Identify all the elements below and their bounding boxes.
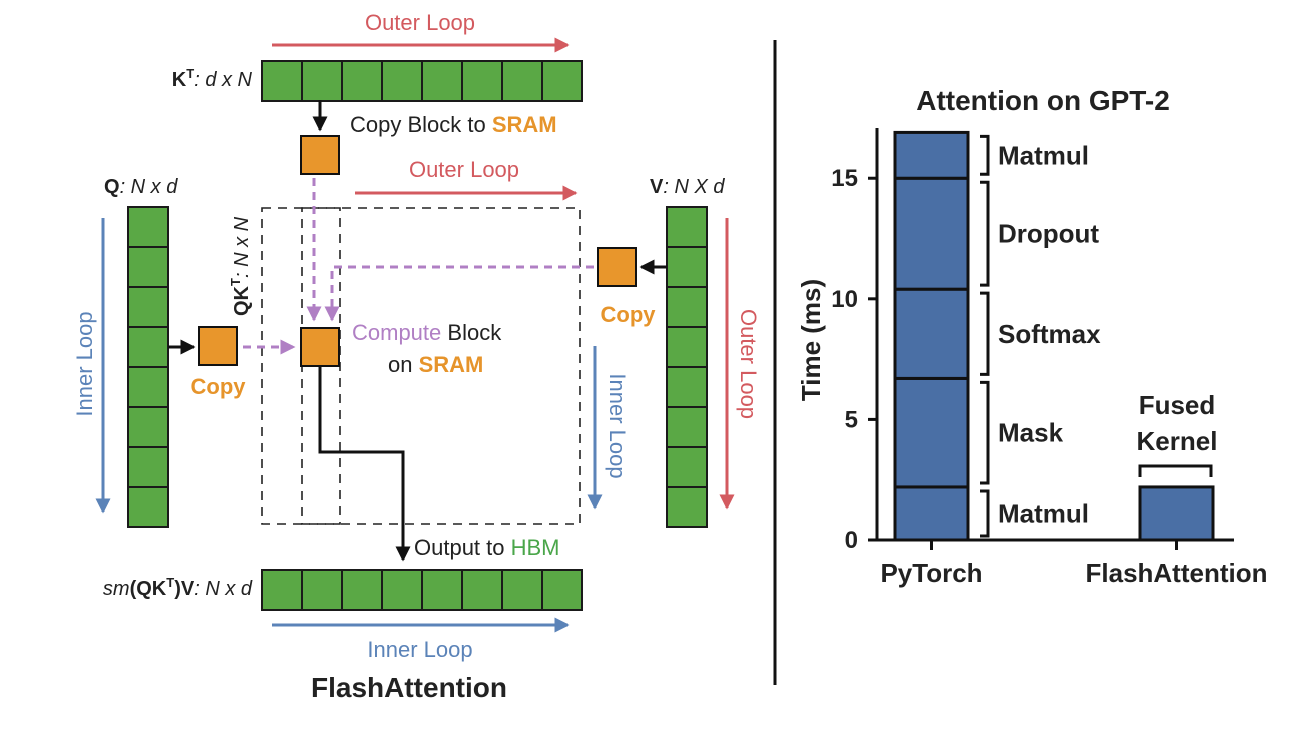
- output-matrix-label: sm(QKT)V: N x d: [103, 575, 253, 600]
- q-cell: [127, 206, 169, 248]
- segment-label: Softmax: [998, 319, 1101, 349]
- segment-label: Matmul: [998, 140, 1089, 170]
- y-ticks: 0 5 10 15: [831, 165, 878, 554]
- kt-cell: [461, 60, 503, 102]
- segment-label: Mask: [998, 418, 1064, 448]
- compute-label: Compute Block: [352, 320, 502, 345]
- v-label: V: N X d: [650, 176, 725, 198]
- chart-title: Attention on GPT-2: [916, 85, 1170, 116]
- v-copy-block: [597, 247, 637, 287]
- kt-cell: [541, 60, 583, 102]
- bar-segment: [893, 376, 970, 489]
- bar-segment: [893, 130, 970, 180]
- kt-matrix: [261, 60, 583, 102]
- y-tick-label: 15: [831, 165, 858, 192]
- segment-bracket: [980, 180, 990, 287]
- output-label: Output to HBM: [414, 535, 560, 560]
- output-path: [318, 366, 411, 562]
- segment-bracket: [980, 134, 990, 176]
- category-labels: PyTorch FlashAttention: [880, 540, 1268, 588]
- v-cell: [666, 406, 708, 448]
- fused-kernel-bracket: [1138, 464, 1213, 477]
- v-cell: [666, 326, 708, 368]
- q-cell: [127, 486, 169, 528]
- v-cell: [666, 486, 708, 528]
- q-cell: [127, 366, 169, 408]
- kt-cell: [261, 60, 303, 102]
- compute-block: [300, 327, 340, 367]
- outer-loop-top-label: Outer Loop: [365, 10, 475, 35]
- inner-loop-bottom-label: Inner Loop: [367, 637, 472, 662]
- v-cell: [666, 446, 708, 488]
- v-cell: [666, 286, 708, 328]
- kt-cell: [341, 60, 383, 102]
- fused-label-line1: Fused: [1139, 390, 1216, 420]
- q-cell: [127, 286, 169, 328]
- q-cell: [127, 246, 169, 288]
- kt-cell: [421, 60, 463, 102]
- segment-bracket: [980, 291, 990, 376]
- y-axis-label: Time (ms): [796, 279, 826, 401]
- kt-copy-block: [300, 135, 340, 175]
- bar-segment: [1138, 485, 1215, 542]
- bar-segment: [893, 176, 970, 291]
- output-cell: [461, 569, 503, 611]
- v-cell: [666, 246, 708, 288]
- output-cell: [541, 569, 583, 611]
- bar-segment: [893, 287, 970, 380]
- inner-loop-right-label: Inner Loop: [605, 373, 630, 478]
- qkt-matrix: [261, 207, 581, 525]
- output-cell: [341, 569, 383, 611]
- q-cell: [127, 406, 169, 448]
- inner-loop-left-label: Inner Loop: [72, 311, 97, 416]
- copy-left-label: Copy: [191, 374, 247, 399]
- output-cell: [421, 569, 463, 611]
- v-cell: [666, 366, 708, 408]
- bar-segment: [893, 485, 970, 542]
- kt-label: KT: d x N: [172, 66, 253, 91]
- q-cell: [127, 326, 169, 368]
- output-matrix: [261, 569, 583, 611]
- on-sram-label: on SRAM: [388, 352, 483, 377]
- v-matrix: [666, 206, 708, 528]
- output-cell: [381, 569, 423, 611]
- y-tick-label: 0: [845, 527, 858, 554]
- q-copy-block: [198, 326, 238, 366]
- diagram-title: FlashAttention: [311, 672, 507, 703]
- copy-right-label: Copy: [601, 302, 657, 327]
- outer-loop-mid-label: Outer Loop: [409, 157, 519, 182]
- y-tick-label: 10: [831, 286, 858, 313]
- kt-cell: [301, 60, 343, 102]
- bars: [893, 130, 1215, 542]
- category-label: PyTorch: [880, 558, 982, 588]
- copy-block-label: Copy Block to SRAM: [350, 112, 557, 137]
- category-label: FlashAttention: [1086, 558, 1268, 588]
- q-cell: [127, 446, 169, 488]
- segment-bracket: [980, 489, 990, 538]
- output-cell: [501, 569, 543, 611]
- segment-label: Matmul: [998, 498, 1089, 528]
- fused-label-line2: Kernel: [1137, 426, 1218, 456]
- segment-bracket: [980, 380, 990, 485]
- v-cell: [666, 206, 708, 248]
- q-label: Q: N x d: [104, 176, 178, 198]
- q-matrix: [127, 206, 169, 528]
- output-cell: [261, 569, 303, 611]
- output-cell: [301, 569, 343, 611]
- kt-cell: [381, 60, 423, 102]
- segment-label: Dropout: [998, 219, 1099, 249]
- qkt-label: QKT: N x N: [228, 216, 253, 316]
- outer-loop-right-label: Outer Loop: [736, 309, 761, 419]
- y-tick-label: 5: [845, 406, 858, 433]
- kt-cell: [501, 60, 543, 102]
- v-to-compute-path: [324, 265, 594, 322]
